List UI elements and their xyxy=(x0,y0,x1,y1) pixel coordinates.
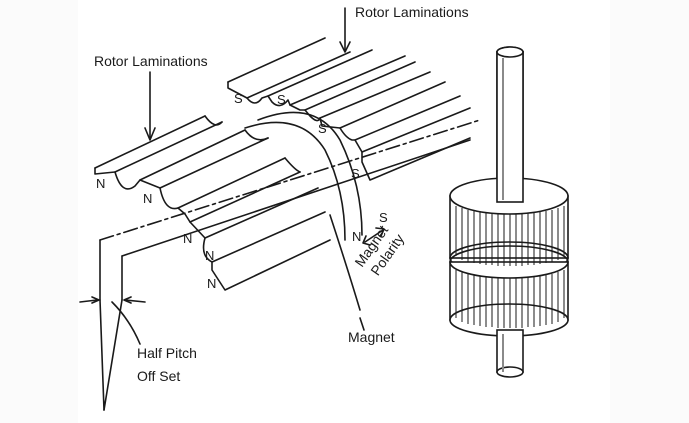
pole-n-4: N xyxy=(205,248,214,263)
pole-n-1: N xyxy=(96,176,105,191)
pole-s-3: S xyxy=(318,121,327,136)
pole-n-3: N xyxy=(183,231,192,246)
half-pitch-label-line1: Half Pitch xyxy=(137,345,197,361)
pole-s-2: S xyxy=(277,92,286,107)
magnet-label: Magnet xyxy=(348,329,395,345)
pole-n-2: N xyxy=(143,191,152,206)
half-pitch-label-line2: Off Set xyxy=(137,368,180,384)
polarity-n: N xyxy=(352,229,361,244)
polarity-s: S xyxy=(379,210,388,225)
rotor-laminations-top-label: Rotor Laminations xyxy=(355,4,469,20)
left-margin xyxy=(0,0,78,423)
rotor-laminations-left-label: Rotor Laminations xyxy=(94,53,208,69)
right-margin xyxy=(610,0,689,423)
half-pitch-construction xyxy=(80,120,480,410)
pole-s-1: S xyxy=(234,91,243,106)
magnet xyxy=(245,112,362,310)
pole-n-5: N xyxy=(207,276,216,291)
front-rotor-laminations xyxy=(95,116,330,290)
pole-s-4: S xyxy=(351,166,360,181)
stepper-rotor-illustration xyxy=(450,47,568,377)
rear-rotor-laminations xyxy=(228,38,470,180)
